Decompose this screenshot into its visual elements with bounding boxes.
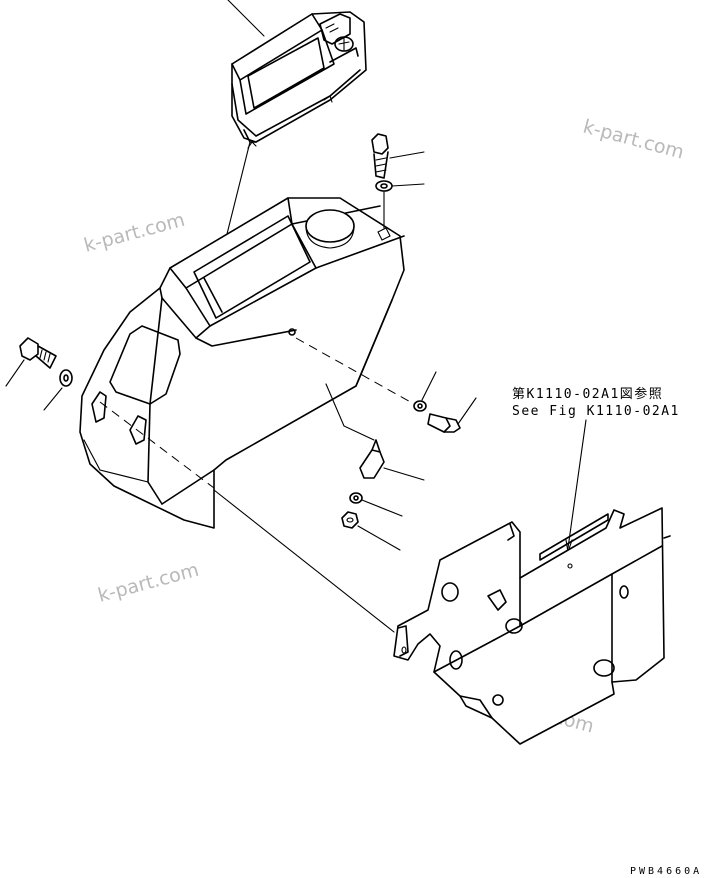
monitor-leader — [227, 0, 265, 37]
washer-bottom — [349, 492, 403, 517]
bolt-top — [371, 133, 425, 179]
watermark-top-right: k-part.com — [581, 116, 687, 164]
washer-left — [43, 369, 73, 411]
watermark-lower-left: k-part.com — [96, 559, 202, 607]
reference-note-jp: 第K1110-02A1図参照 — [512, 386, 663, 402]
cover-housing — [79, 197, 405, 529]
monitor-unit — [231, 11, 367, 149]
reference-note-en: See Fig K1110-02A1 — [512, 404, 680, 419]
washer-right — [413, 371, 437, 412]
clip-bracket — [325, 383, 425, 481]
bolt-left — [5, 337, 57, 387]
washer-top — [375, 180, 425, 229]
frame-assembly — [393, 507, 671, 745]
watermark-upper-left: k-part.com — [82, 209, 188, 257]
leader-frame — [567, 419, 587, 549]
cover-axis — [99, 401, 215, 489]
drawing-code: PWB4660A — [630, 866, 702, 877]
cover-to-frame-line — [213, 489, 395, 633]
bolt-right — [427, 397, 477, 433]
nut-bottom — [341, 511, 401, 551]
bolt-right-axis — [295, 337, 415, 405]
